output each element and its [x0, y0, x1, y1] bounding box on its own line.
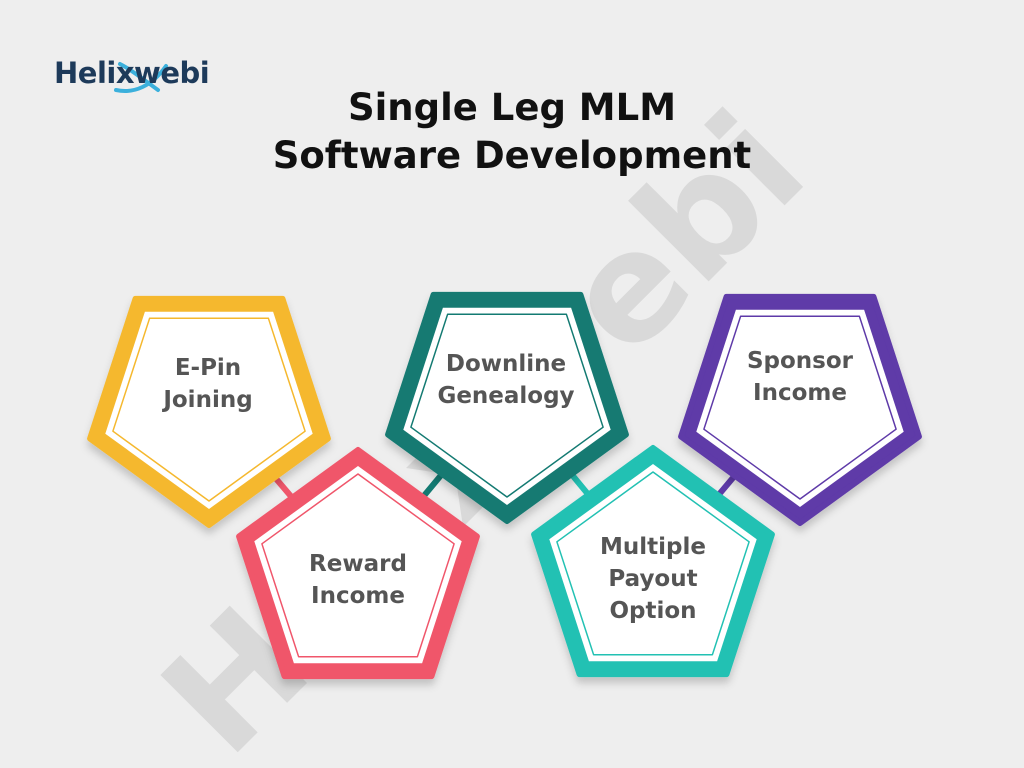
node-reward-income-line-2: Income — [311, 583, 405, 609]
pentagon-reward-income-inner-outline — [261, 473, 455, 658]
node-label-reward-income: Reward Income — [258, 548, 458, 612]
page-title: Single Leg MLM Software Development — [0, 84, 1024, 180]
node-sponsor-income-line-1: Sponsor — [746, 348, 854, 374]
pentagon-reward-income — [236, 447, 480, 680]
node-multiple-payout-option-line-3: Option — [609, 598, 697, 624]
pentagon-multiple-payout-option — [531, 445, 775, 678]
node-downline-genealogy-line-1: Downline — [445, 351, 567, 377]
pentagon-shapes — [87, 291, 922, 680]
node-multiple-payout-option-line-2: Payout — [608, 566, 698, 592]
node-label-sponsor-income: Sponsor Income — [700, 345, 900, 409]
pentagon-e-pin-joining — [87, 295, 331, 528]
title-line-1: Single Leg MLM — [347, 86, 677, 129]
node-e-pin-joining-line-2: Joining — [163, 387, 253, 413]
pentagon-e-pin-joining-inner-outline — [112, 317, 306, 502]
logo-swoosh-icon — [114, 62, 168, 93]
node-multiple-payout-option-line-1: Multiple — [600, 534, 706, 560]
pentagon-sponsor-income — [678, 293, 922, 526]
node-downline-genealogy-line-2: Genealogy — [437, 383, 575, 409]
pentagon-reward-income-fill — [254, 466, 462, 664]
pentagon-downline-genealogy-fill — [403, 307, 611, 505]
logo-text: Helixwebi — [54, 56, 210, 90]
pentagon-downline-genealogy-inner-outline — [410, 313, 604, 498]
node-sponsor-income-line-2: Income — [753, 380, 847, 406]
pentagon-downline-genealogy — [385, 291, 629, 524]
title-line-2: Software Development — [272, 134, 752, 177]
node-label-downline-genealogy: Downline Genealogy — [400, 348, 612, 412]
pentagon-sponsor-income-fill — [696, 309, 904, 507]
brand-logo: Helixwebi — [54, 56, 244, 96]
node-label-multiple-payout-option: Multiple Payout Option — [553, 531, 753, 627]
node-label-e-pin-joining: E-Pin Joining — [108, 352, 308, 416]
pentagon-multiple-payout-option-inner-outline — [556, 471, 750, 656]
node-e-pin-joining-line-1: E-Pin — [174, 355, 242, 381]
pentagon-multiple-payout-option-fill — [549, 464, 757, 662]
pentagon-sponsor-income-inner-outline — [703, 315, 897, 500]
node-reward-income-line-1: Reward — [309, 551, 407, 577]
pentagon-e-pin-joining-fill — [105, 311, 313, 509]
